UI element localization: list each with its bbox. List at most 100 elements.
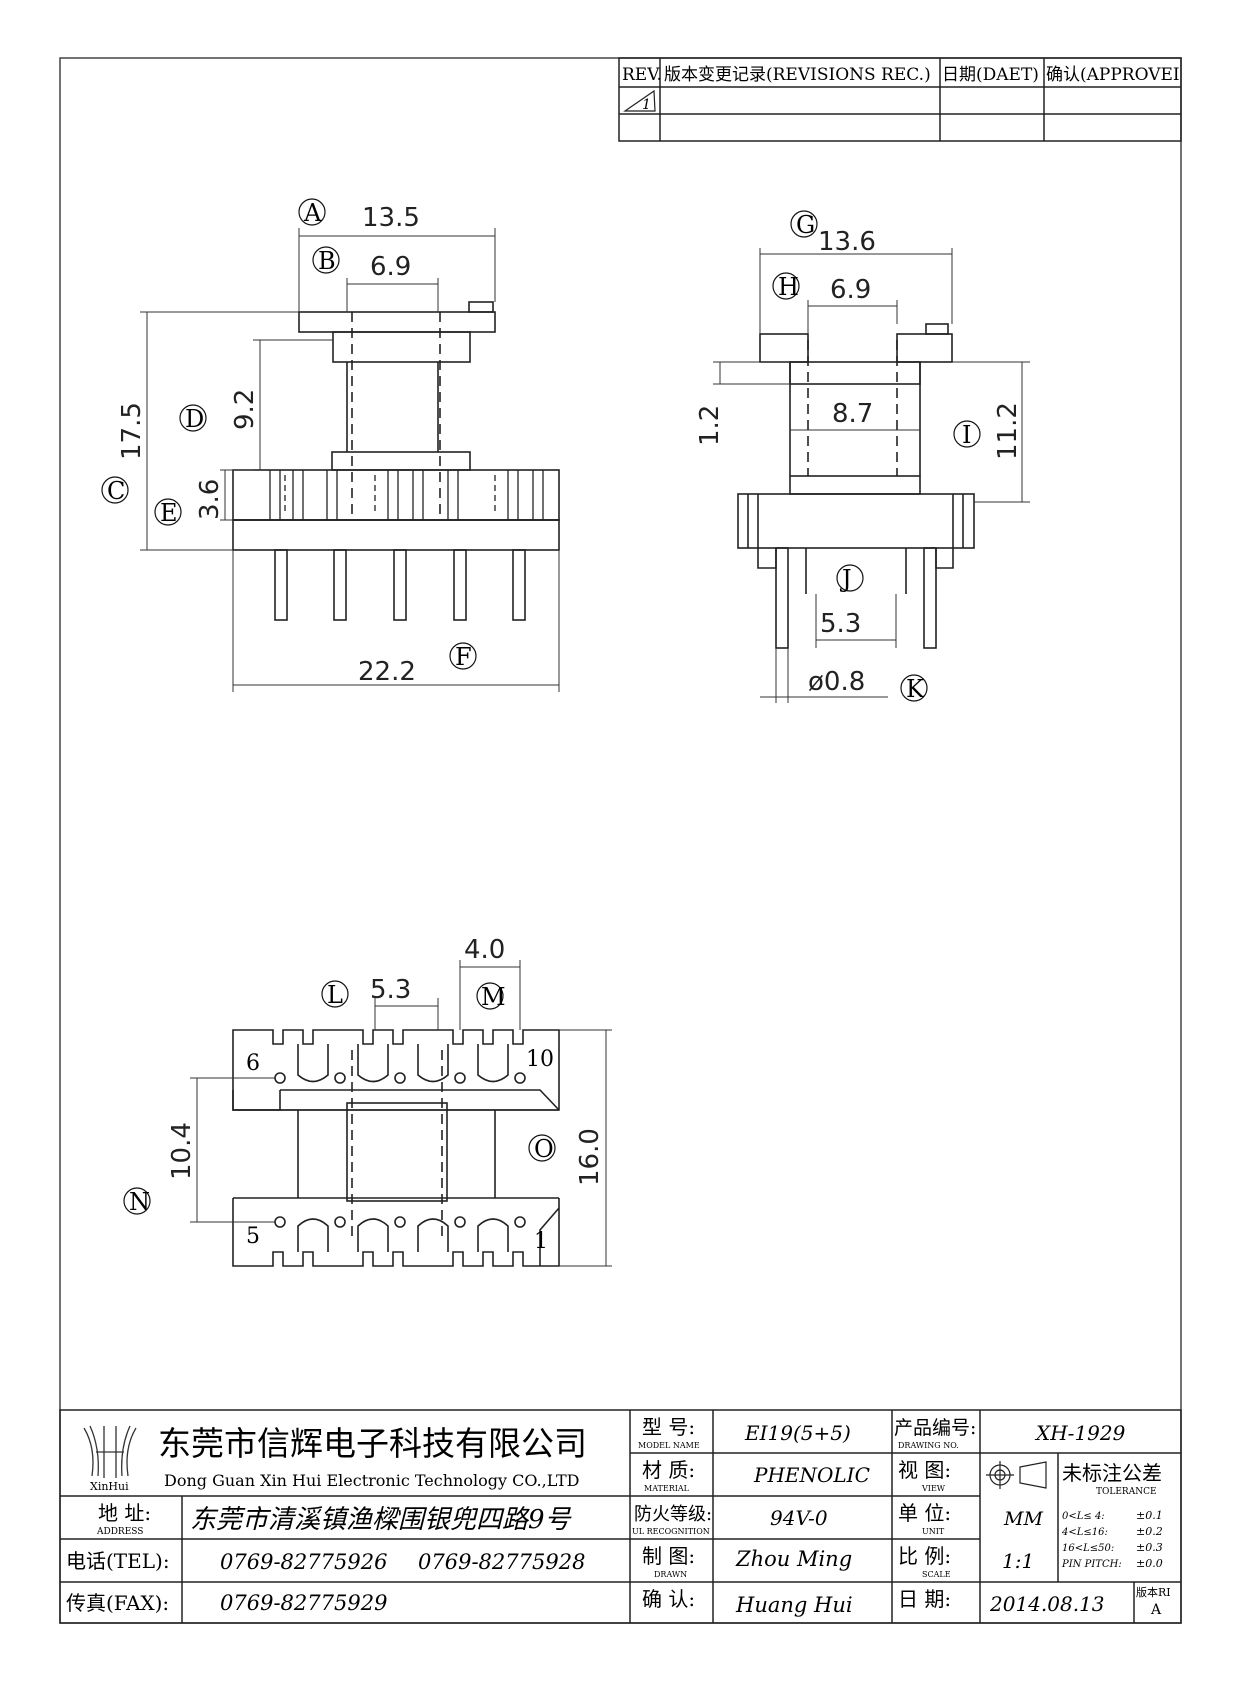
dim-gap: 1.2	[695, 405, 725, 446]
balloon-i: I	[962, 421, 971, 449]
scale-label: 比 例:	[898, 1544, 951, 1568]
drawing-no-label-en: DRAWING NO.	[898, 1441, 959, 1450]
material-label-en: MATERIAL	[644, 1484, 690, 1493]
view-label-en: VIEW	[921, 1484, 946, 1493]
front-dimensions	[140, 228, 560, 692]
company-name-cn: 东莞市信辉电子科技有限公司	[158, 1424, 587, 1463]
date-value: 2014.08.13	[989, 1592, 1105, 1616]
approve-header: 确认(APPROVEI	[1046, 65, 1180, 85]
fax-value: 0769-82775929	[220, 1591, 387, 1615]
balloon-g: G	[796, 211, 815, 239]
tol-range-3: 16<L≤50:	[1062, 1543, 1114, 1554]
pin-1: 1	[534, 1229, 548, 1254]
balloon-m: M	[481, 983, 506, 1011]
balloon-b: B	[318, 247, 336, 275]
tol-value-1: ±0.1	[1136, 1509, 1163, 1522]
dim-k: ø0.8	[808, 667, 865, 697]
tel-2: 0769-82775928	[418, 1550, 585, 1574]
balloon-l: L	[327, 981, 343, 1009]
drawn-value: Zhou Ming	[735, 1547, 852, 1571]
revision-number: 1	[642, 97, 651, 113]
tolerance-title: 未标注公差	[1062, 1461, 1162, 1485]
dim-inner: 8.7	[832, 399, 873, 429]
model-label: 型 号:	[642, 1415, 695, 1439]
balloon-k: K	[906, 675, 925, 703]
company-name-en: Dong Guan Xin Hui Electronic Technology …	[164, 1471, 580, 1490]
side-dimensions	[713, 248, 1030, 703]
tol-range-1: 0<L≤ 4:	[1062, 1511, 1105, 1522]
side-balloons	[772, 210, 981, 702]
fax-label: 传真(FAX):	[66, 1591, 169, 1615]
dim-m: 4.0	[464, 935, 505, 965]
unit-label-en: UNIT	[922, 1527, 945, 1536]
dim-d: 9.2	[230, 389, 260, 430]
tol-range-2: 4<L≤16:	[1061, 1527, 1108, 1538]
side-view	[737, 323, 975, 649]
company-logo-icon	[83, 1425, 137, 1478]
drawn-label-en: DRAWN	[654, 1570, 687, 1579]
revision-table	[618, 57, 1182, 142]
confirm-label: 确 认:	[642, 1587, 695, 1611]
tel-label: 电话(TEL):	[66, 1549, 170, 1573]
drawing-no-value: XH-1929	[1034, 1421, 1126, 1445]
version-value: A	[1150, 1602, 1162, 1618]
dim-e: 3.6	[195, 479, 225, 520]
balloon-c: C	[107, 477, 125, 505]
tolerance-label-en: TOLERANCE	[1096, 1487, 1157, 1497]
drawing-no-label: 产品编号:	[894, 1417, 976, 1439]
rev-header: REV.	[622, 65, 662, 85]
tol-value-3: ±0.3	[1136, 1541, 1163, 1554]
material-value: PHENOLIC	[753, 1463, 870, 1487]
address-label: 地 址:	[98, 1501, 151, 1525]
ul-value: 94V-0	[770, 1506, 828, 1530]
model-value: EI19(5+5)	[744, 1421, 851, 1445]
bottom-balloons	[123, 980, 556, 1215]
dim-a: 13.5	[362, 203, 420, 233]
tel-1: 0769-82775926	[220, 1550, 387, 1574]
scale-value: 1:1	[1002, 1549, 1034, 1573]
date-label: 日 期:	[898, 1587, 951, 1611]
sheet-border	[59, 57, 1182, 1624]
tol-value-4: ±0.0	[1136, 1557, 1163, 1570]
view-label: 视 图:	[898, 1458, 951, 1482]
bottom-dimensions	[190, 960, 612, 1267]
dim-g: 13.6	[818, 227, 876, 257]
dim-o: 16.0	[575, 1128, 605, 1186]
address-label-en: ADDRESS	[96, 1527, 143, 1537]
pin-6: 6	[246, 1051, 260, 1076]
logo-text: XinHui	[90, 1480, 129, 1493]
ul-label-en: UL RECOGNITION	[632, 1527, 710, 1536]
unit-value: MM	[1003, 1508, 1043, 1530]
balloon-d: D	[185, 405, 204, 433]
address-value: 东莞市清溪镇渔樑围银兜四路9号	[190, 1505, 573, 1535]
front-view	[232, 301, 560, 621]
scale-label-en: SCALE	[922, 1570, 951, 1579]
ul-label: 防火等级:	[634, 1504, 712, 1525]
balloon-n: N	[129, 1188, 150, 1216]
balloon-h: H	[778, 273, 799, 301]
tol-range-4: PIN PITCH:	[1061, 1559, 1122, 1570]
balloon-j: J	[839, 565, 852, 593]
dim-n: 10.4	[167, 1122, 197, 1180]
title-block-grid	[59, 1409, 1182, 1624]
drawn-label: 制 图:	[642, 1544, 695, 1568]
model-label-en: MODEL NAME	[638, 1441, 700, 1450]
version-label: 版本RI	[1136, 1585, 1171, 1599]
confirm-value: Huang Hui	[735, 1593, 853, 1617]
dim-h: 6.9	[830, 275, 871, 305]
material-label: 材 质:	[642, 1458, 695, 1482]
front-balloons	[101, 198, 477, 670]
unit-label: 单 位:	[898, 1501, 951, 1525]
revision-triangle-icon	[623, 89, 656, 112]
balloon-e: E	[160, 499, 178, 527]
projection-symbol-icon	[986, 1461, 1047, 1489]
pin-5: 5	[246, 1224, 260, 1249]
dim-i: 11.2	[993, 402, 1023, 460]
tol-value-2: ±0.2	[1136, 1525, 1163, 1538]
balloon-f: F	[455, 643, 472, 671]
balloon-o: O	[534, 1135, 554, 1163]
balloon-a: A	[303, 199, 322, 227]
dim-j: 5.3	[820, 609, 861, 639]
dim-l: 5.3	[370, 975, 411, 1005]
